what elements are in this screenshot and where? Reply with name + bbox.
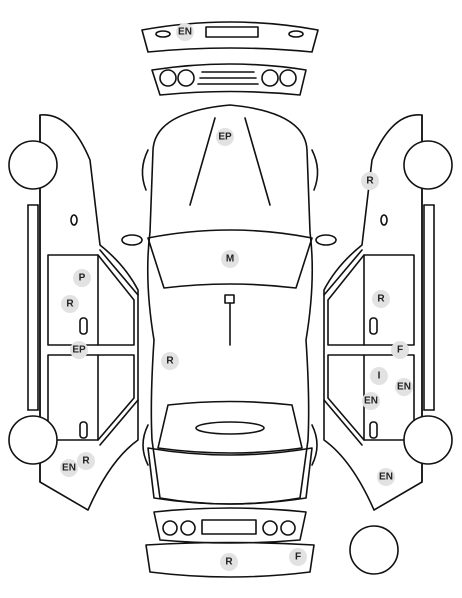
badge-front-bumper[interactable]: EN [176,23,194,41]
badge-rear-f[interactable]: F [289,548,307,566]
svg-text:P: P [79,273,86,284]
svg-text:I: I [378,371,381,382]
badge-left-en[interactable]: EN [60,459,78,477]
car-right-side [323,114,453,511]
svg-text:R: R [366,176,374,187]
badge-left-r2[interactable]: R [77,452,95,470]
badge-windshield[interactable]: M [221,250,239,268]
front-face [151,63,307,96]
svg-text:F: F [397,345,403,356]
badge-right-en1[interactable]: EN [395,378,413,396]
badge-left-ep[interactable]: EP [70,341,88,359]
badge-right-r1[interactable]: R [372,290,390,308]
svg-text:F: F [295,552,301,563]
svg-text:R: R [66,299,74,310]
svg-text:R: R [166,356,174,367]
svg-text:EN: EN [364,396,378,407]
damage-badges: EN EP M R P R EP R [60,23,413,571]
badge-left-r1[interactable]: R [61,295,79,313]
svg-text:R: R [377,294,385,305]
front-bumper [141,21,319,53]
badge-right-top[interactable]: R [361,172,379,190]
badge-hood[interactable]: EP [216,128,234,146]
badge-right-f[interactable]: F [391,341,409,359]
spare-tire-circle [349,525,399,575]
svg-text:EP: EP [72,345,86,356]
svg-text:EN: EN [397,382,411,393]
badge-right-en2[interactable]: EN [362,392,380,410]
badge-right-en3[interactable]: EN [377,468,395,486]
rear-bumper [145,541,315,578]
badge-right-i[interactable]: I [370,367,388,385]
badge-left-p[interactable]: P [73,269,91,287]
badge-roof-r[interactable]: R [161,352,179,370]
svg-text:EP: EP [218,132,232,143]
svg-text:R: R [82,456,90,467]
svg-text:M: M [226,254,234,265]
badge-rear-r[interactable]: R [220,553,238,571]
car-left-side [8,114,139,511]
svg-text:EN: EN [178,27,192,38]
rear-face [153,507,307,544]
svg-text:EN: EN [62,463,76,474]
car-top-view [121,104,337,505]
svg-text:R: R [225,557,233,568]
svg-text:EN: EN [379,472,393,483]
